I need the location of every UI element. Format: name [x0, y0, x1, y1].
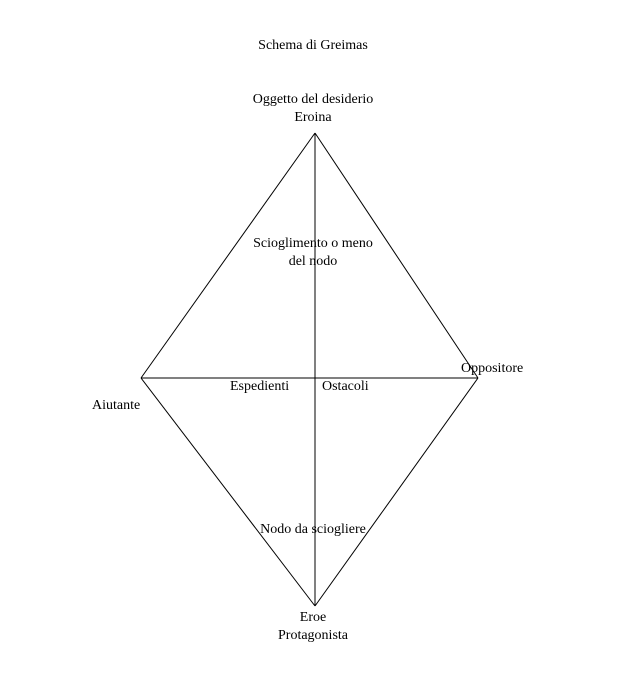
bottom-node-line1: Eroe [299, 610, 327, 625]
top-node-line2: Eroina [294, 110, 332, 125]
middle-right-label: Ostacoli [322, 379, 369, 394]
bottom-node-label: Eroe Protagonista [278, 609, 348, 645]
edge-left-bottom [140, 377, 316, 607]
left-node-label: Aiutante [92, 398, 141, 413]
upper-inner-line2: del nodo [288, 254, 338, 269]
edge-top-left [140, 132, 316, 379]
upper-inner-line1: Scioglimento o meno [253, 236, 373, 251]
edge-top-right [314, 132, 479, 379]
edge-right-bottom [314, 377, 479, 607]
middle-left-label: Espedienti [230, 379, 290, 394]
top-node-label: Oggetto del desiderio Eroina [253, 91, 374, 127]
bottom-node-line2: Protagonista [278, 628, 348, 643]
diagram-title: Schema di Greimas [258, 38, 368, 53]
upper-inner-label: Scioglimento o meno del nodo [253, 235, 373, 271]
right-node-label: Oppositore [461, 361, 524, 376]
top-node-line1: Oggetto del desiderio [252, 92, 374, 107]
lower-inner-label: Nodo da sciogliere [260, 522, 366, 537]
